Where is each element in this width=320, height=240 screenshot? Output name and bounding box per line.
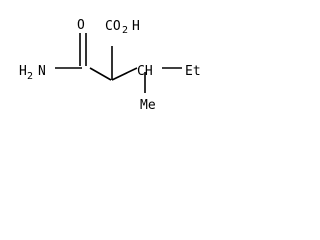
ch-label: CH <box>137 64 153 79</box>
oxygen-label: O <box>77 18 85 33</box>
ethyl-label: Et <box>185 64 201 79</box>
amine-subscript: 2 <box>27 71 33 82</box>
alpha-c-to-ch-bond <box>111 67 138 81</box>
carboxyl-co-label: CO <box>105 19 121 34</box>
amine-n-label: N <box>38 64 46 79</box>
structure-diagram: O CO 2 H H 2 N CH Et Me <box>0 0 247 141</box>
amine-h-label: H <box>19 64 27 79</box>
carboxyl-h-label: H <box>132 19 140 34</box>
methyl-label: Me <box>140 98 156 113</box>
carboxyl-subscript: 2 <box>122 25 128 36</box>
amide-c-to-alpha-c-bond <box>89 67 112 81</box>
